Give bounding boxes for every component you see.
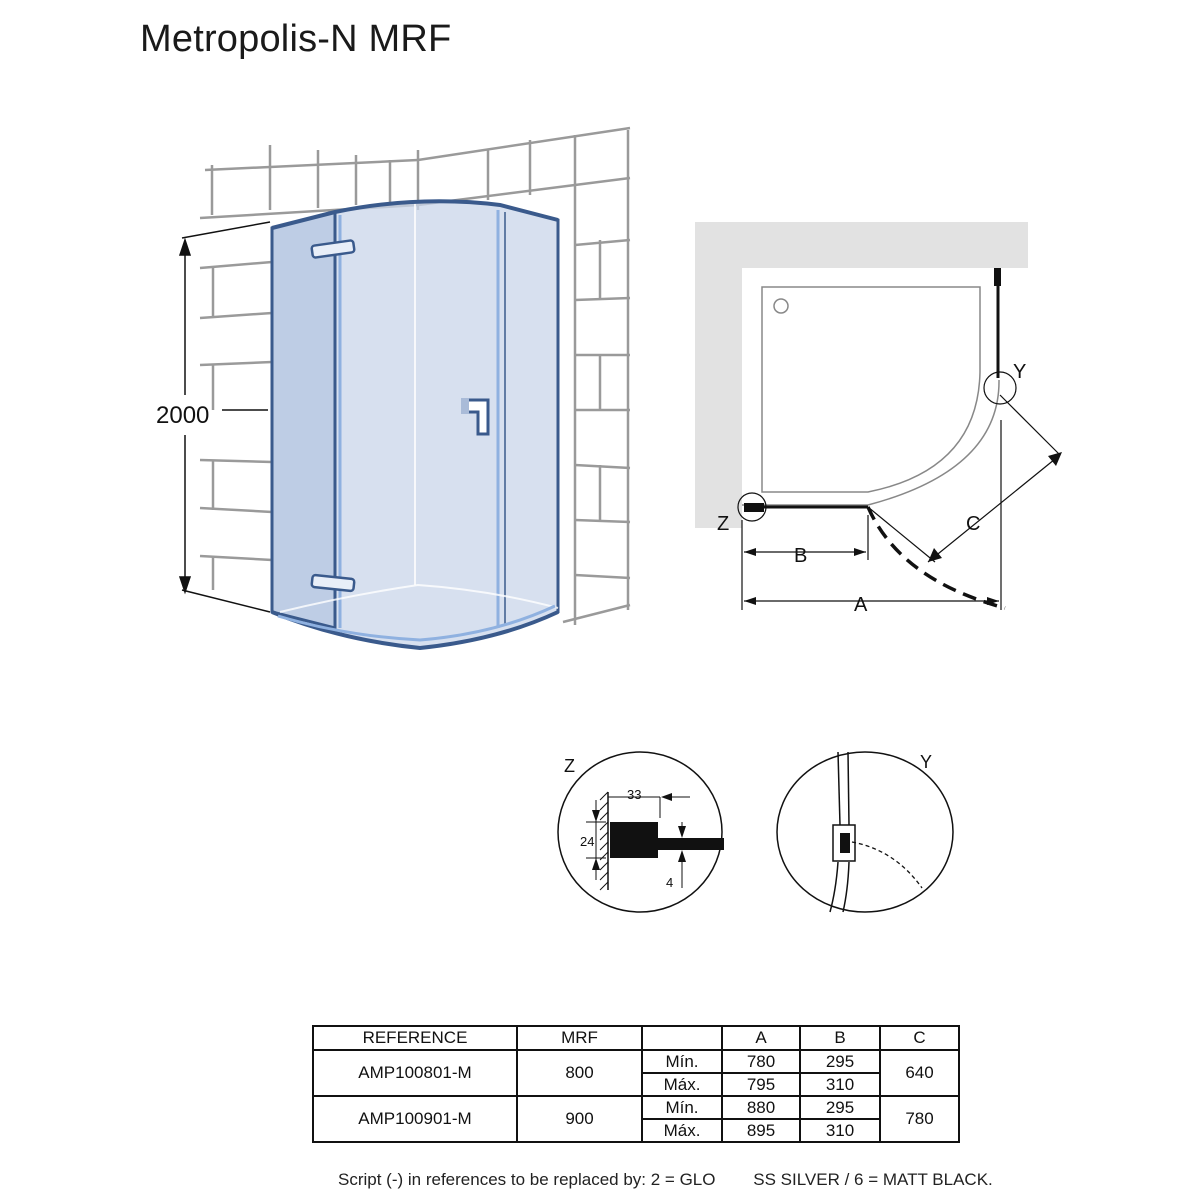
header-mrf: MRF (516, 1025, 643, 1051)
detail-z: Z 33 24 4 (557, 751, 724, 913)
detail-z-label: Z (564, 756, 575, 776)
header-b: B (799, 1025, 881, 1051)
cell-max-label: Máx. (641, 1118, 723, 1143)
cell-reference: AMP100901-M (312, 1095, 518, 1143)
right-tile-wall (417, 126, 631, 625)
cell-mrf: 900 (516, 1095, 643, 1143)
left-tile-wall (199, 145, 420, 590)
table-row: Máx. 895 310 (313, 1118, 959, 1143)
plan-label-z: Z (717, 513, 729, 535)
cell-max-a: 895 (721, 1118, 801, 1143)
cell-min-b: 295 (799, 1095, 881, 1120)
cell-min-b: 295 (799, 1049, 881, 1074)
technical-drawing: 2000 Z Y B A C (156, 126, 1062, 913)
detail-z-width: 33 (627, 787, 641, 802)
table-row: AMP100901-M 900 Mín. 880 295 780 (312, 1095, 960, 1143)
plan-label-b: B (794, 545, 807, 567)
drain-icon (773, 298, 789, 314)
table-header-row: REFERENCE MRF A B C (312, 1025, 960, 1051)
header-c: C (879, 1025, 960, 1051)
shower-enclosure (270, 199, 560, 651)
cell-max-label: Máx. (641, 1072, 723, 1097)
cell-min-label: Mín. (641, 1095, 723, 1120)
shower-tray (761, 286, 981, 493)
plan-label-c: C (966, 513, 980, 535)
height-label: 2000 (156, 402, 209, 429)
cell-max-b: 310 (799, 1072, 881, 1097)
detail-z-height: 24 (580, 834, 594, 849)
detail-z-marker (737, 492, 767, 522)
detail-y: Y (776, 751, 954, 913)
perspective-view: 2000 (156, 126, 631, 651)
plan-view: Z Y B A C (695, 222, 1062, 616)
wall-corner (695, 222, 1028, 528)
plan-label-y: Y (1013, 361, 1026, 383)
cell-reference: AMP100801-M (312, 1049, 518, 1097)
cell-max-a: 795 (721, 1072, 801, 1097)
detail-y-label: Y (920, 752, 932, 772)
plan-label-a: A (854, 594, 868, 616)
cell-c: 780 (879, 1095, 960, 1143)
cell-min-a: 880 (721, 1095, 801, 1120)
table-row: Máx. 795 310 (313, 1072, 959, 1097)
specification-table: REFERENCE MRF A B C AMP100801-M 800 Mín.… (312, 1025, 960, 1143)
header-reference: REFERENCE (312, 1025, 518, 1051)
cell-c: 640 (879, 1049, 960, 1097)
header-a: A (721, 1025, 801, 1051)
header-range (641, 1025, 723, 1051)
cell-min-label: Mín. (641, 1049, 723, 1074)
footnote: Script (-) in references to be replaced … (338, 1170, 993, 1189)
table-row: AMP100801-M 800 Mín. 780 295 640 (312, 1049, 960, 1097)
cell-max-b: 310 (799, 1118, 881, 1143)
cell-min-a: 780 (721, 1049, 801, 1074)
cell-mrf: 800 (516, 1049, 643, 1097)
page-title: Metropolis-N MRF (140, 18, 452, 60)
height-dimension (178, 221, 271, 613)
detail-z-thickness: 4 (666, 875, 673, 890)
detail-y-marker (983, 371, 1017, 405)
